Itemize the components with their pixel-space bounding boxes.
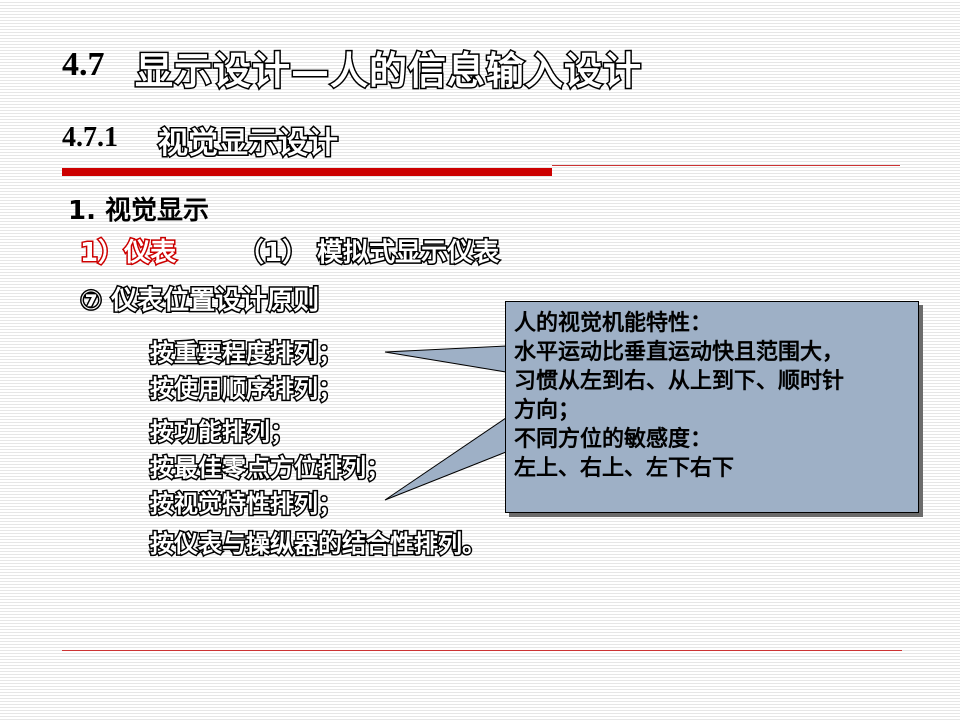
callout-pointer-lower [384, 417, 507, 501]
rule-item: 按重要程度排列； [149, 338, 344, 369]
rule-item: 按最佳零点方位排列； [149, 453, 392, 484]
subheading-title: 视觉显示设计 [157, 125, 340, 163]
heading-number: 4.7 [62, 46, 105, 83]
callout-line: 人的视觉机能特性： [514, 310, 713, 335]
callout-pointer-upper [384, 345, 507, 373]
section-label: 1. 视觉显示 [68, 196, 210, 226]
rule-item: 按视觉特性排列； [149, 489, 344, 520]
item-1-label: 1）仪表 [78, 237, 177, 270]
subheading-number: 4.7.1 [62, 122, 118, 153]
callout-line: 习惯从左到右、从上到下、顺时针 [514, 368, 845, 393]
item-7-label: ⑦ 仪表位置设计原则 [78, 285, 320, 318]
callout-box: 人的视觉机能特性： 水平运动比垂直运动快且范围大， 习惯从左到右、从上到下、顺时… [505, 301, 919, 513]
bottom-divider [62, 650, 902, 651]
callout-line: 左上、右上、左下右下 [514, 455, 735, 480]
rule-item: 按使用顺序排列； [149, 374, 344, 405]
heading-title: 显示设计—人的信息输入设计 [133, 48, 643, 95]
rule-item: 按仪表与操纵器的结合性排列。 [149, 529, 488, 560]
callout-line: 水平运动比垂直运动快且范围大， [514, 339, 845, 364]
top-divider [552, 165, 900, 166]
accent-bar [62, 168, 552, 176]
rule-item: 按功能排列； [149, 417, 296, 448]
item-1-subtitle: （1） 模拟式显示仪表 [236, 237, 500, 270]
callout-line: 方向； [514, 397, 581, 422]
callout-line: 不同方位的敏感度： [514, 426, 713, 451]
